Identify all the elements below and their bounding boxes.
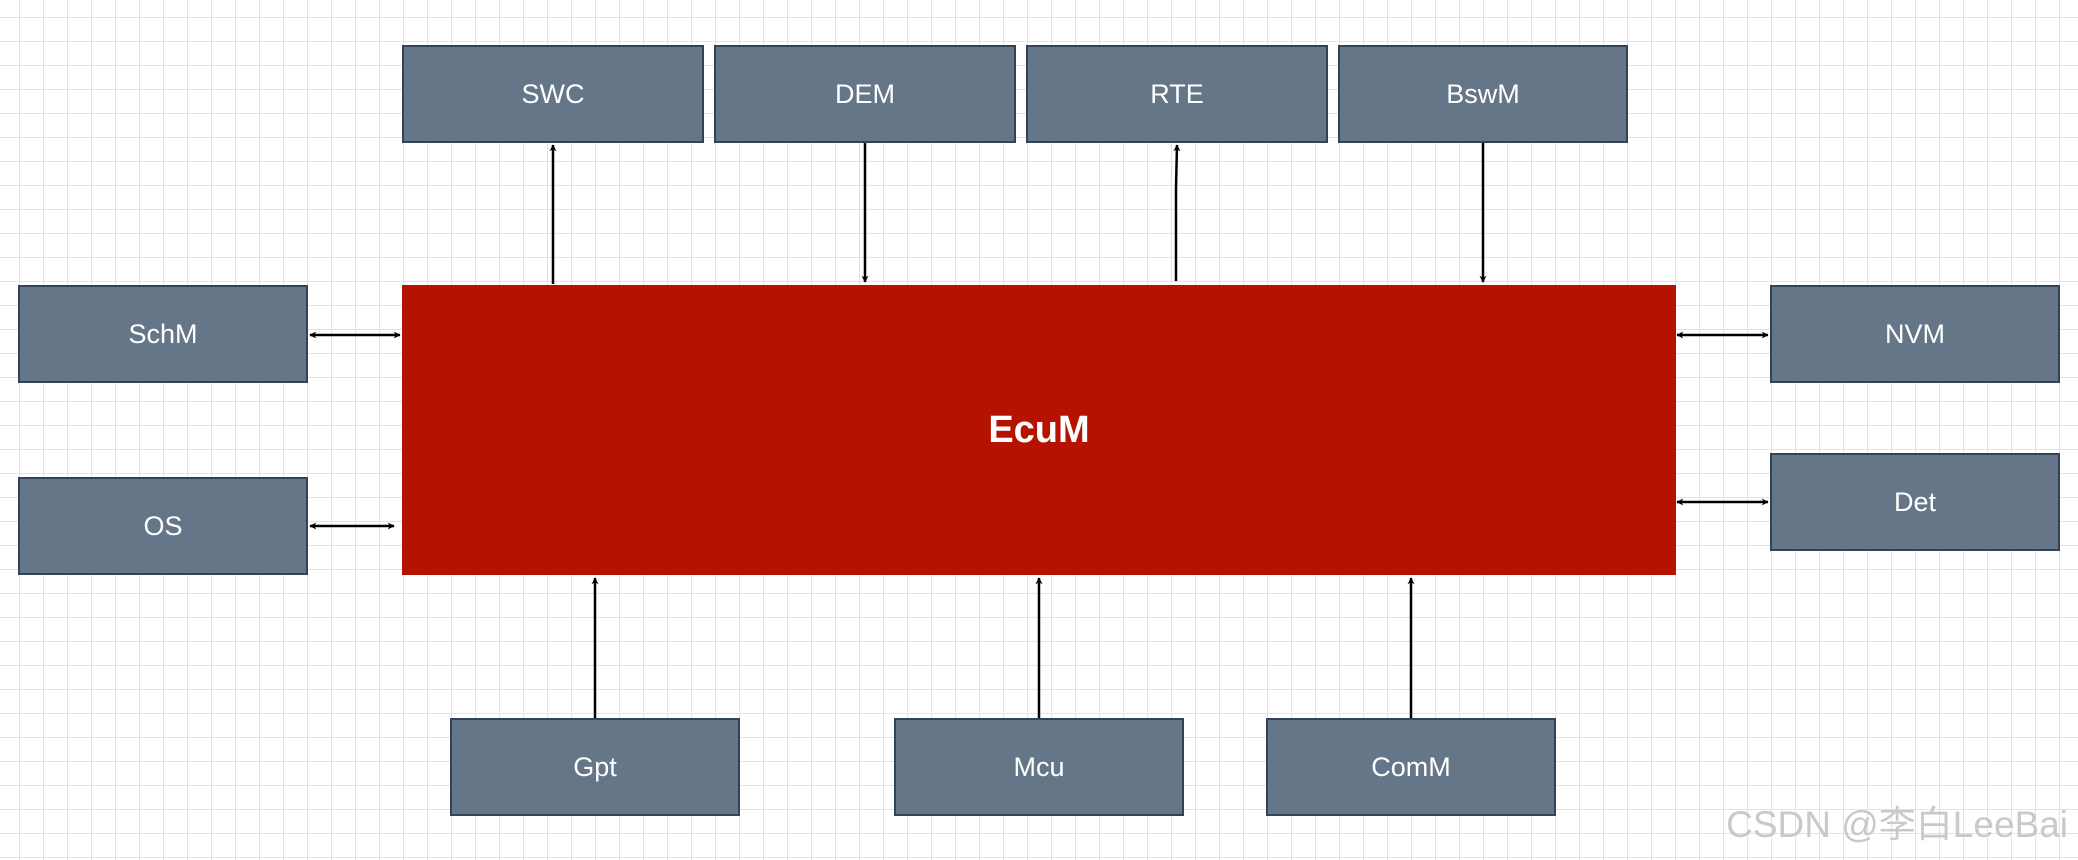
schm-node[interactable]: SchM: [18, 285, 308, 383]
nvm-node[interactable]: NVM: [1770, 285, 2060, 383]
det-node[interactable]: Det: [1770, 453, 2060, 551]
swc-label: SWC: [521, 78, 585, 109]
rte-node[interactable]: RTE: [1026, 45, 1328, 143]
os-node[interactable]: OS: [18, 477, 308, 575]
rte-label: RTE: [1150, 78, 1204, 109]
det-label: Det: [1893, 486, 1937, 517]
comm-label: ComM: [1371, 751, 1451, 782]
gpt-node[interactable]: Gpt: [450, 718, 740, 816]
edge-ecum-rte: [1173, 144, 1181, 281]
dem-node[interactable]: DEM: [714, 45, 1016, 143]
os-label: OS: [143, 510, 183, 541]
mcu-label: Mcu: [1013, 751, 1065, 782]
swc-node[interactable]: SWC: [402, 45, 704, 143]
watermark-text: CSDN @李白LeeBai: [1726, 804, 2068, 845]
ecum-label: EcuM: [988, 408, 1090, 451]
bswm-node[interactable]: BswM: [1338, 45, 1628, 143]
ecum-node[interactable]: EcuM: [402, 285, 1676, 575]
nvm-label: NVM: [1885, 318, 1945, 349]
comm-node[interactable]: ComM: [1266, 718, 1556, 816]
mcu-node[interactable]: Mcu: [894, 718, 1184, 816]
bswm-label: BswM: [1446, 78, 1520, 109]
gpt-label: Gpt: [573, 751, 617, 782]
schm-label: SchM: [128, 318, 198, 349]
dem-label: DEM: [835, 78, 895, 109]
